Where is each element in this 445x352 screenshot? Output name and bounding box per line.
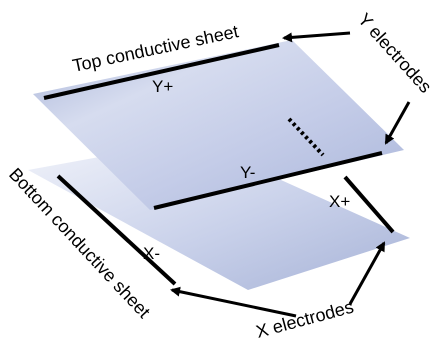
- y-electrodes-arrow-top: [282, 31, 351, 43]
- x-minus-electrode: [56, 174, 177, 286]
- x-plus-electrode: [343, 175, 395, 234]
- y-minus-electrode: [153, 151, 383, 210]
- y-minus-label: Y-: [240, 163, 255, 182]
- top-conductive-sheet: [33, 40, 404, 210]
- x-electrodes-arrow-right: [348, 241, 386, 305]
- x-minus-label: X-: [143, 244, 160, 263]
- y-electrodes-arrow-right: [384, 101, 411, 145]
- x-electrodes-label: X electrodes: [254, 297, 356, 342]
- y-plus-label: Y+: [152, 77, 173, 96]
- x-electrodes-arrow-left: [170, 286, 297, 318]
- dotted-contact-line: [287, 117, 325, 157]
- x-plus-label: X+: [329, 192, 350, 211]
- y-electrodes-label: Y electrodes: [354, 9, 436, 96]
- y-plus-electrode: [43, 43, 280, 100]
